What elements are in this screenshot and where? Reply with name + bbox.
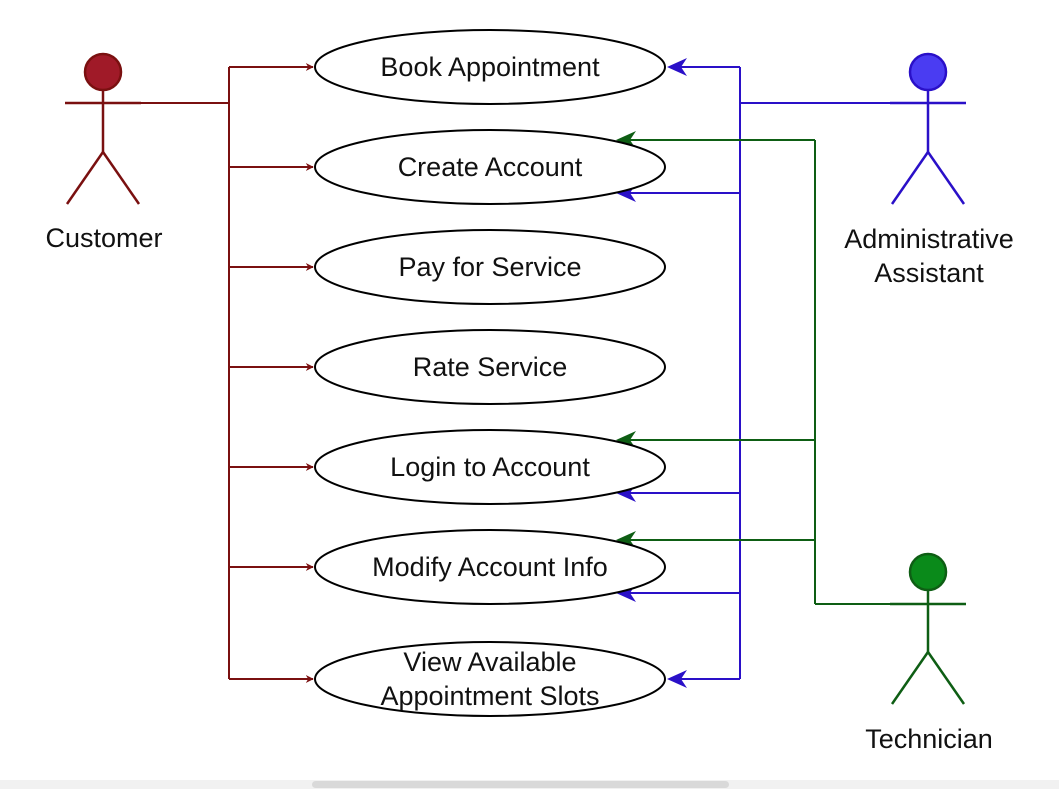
admin-head (908, 52, 948, 92)
use-case-ellipse (314, 429, 666, 505)
use-case-ellipse (314, 329, 666, 405)
technician-actor[interactable]: Technician (865, 552, 993, 754)
technician-head (908, 552, 948, 592)
use-case-label: Appointment Slots (380, 681, 599, 711)
customer-left-leg (65, 151, 105, 205)
customer-associations (141, 63, 314, 683)
use-case-ellipse (314, 229, 666, 305)
use-case-ellipse (314, 129, 666, 205)
use-case-label: Rate Service (413, 352, 568, 382)
scrollbar-thumb[interactable] (312, 781, 729, 788)
admin-label-line1: Administrative (844, 224, 1014, 254)
use-case-ellipse (314, 641, 666, 717)
admin-right-leg (926, 151, 966, 205)
customer-actor[interactable]: Customer (45, 52, 163, 253)
use-case-ellipse (314, 29, 666, 105)
use-case-label: Modify Account Info (372, 552, 608, 582)
technician-label: Technician (865, 724, 993, 754)
use-case-login-to-account[interactable]: Login to Account (314, 429, 666, 505)
use-case-label: Login to Account (390, 452, 590, 482)
admin-label-line2: Assistant (874, 258, 984, 288)
use-case-label: Book Appointment (380, 52, 600, 82)
customer-right-leg (101, 151, 141, 205)
technician-left-leg (890, 651, 930, 705)
use-case-label: Create Account (398, 152, 583, 182)
admin-left-leg (890, 151, 930, 205)
use-case-rate-service[interactable]: Rate Service (314, 329, 666, 405)
use-case-label: View Available (403, 647, 576, 677)
use-case-pay-for-service[interactable]: Pay for Service (314, 229, 666, 305)
use-case-modify-account-info[interactable]: Modify Account Info (314, 529, 666, 605)
use-case-create-account[interactable]: Create Account (314, 129, 666, 205)
admin-actor[interactable]: Administrative Assistant (844, 52, 1014, 288)
use-case-book-appointment[interactable]: Book Appointment (314, 29, 666, 105)
use-case-label: Pay for Service (398, 252, 581, 282)
use-case-ellipse (314, 529, 666, 605)
customer-label: Customer (45, 223, 162, 253)
horizontal-scrollbar[interactable] (0, 780, 1059, 789)
customer-head (83, 52, 123, 92)
admin-arrowhead-book-appointment (667, 58, 687, 76)
admin-arrowhead-view-available-appointment-slots (667, 670, 687, 688)
technician-right-leg (926, 651, 966, 705)
